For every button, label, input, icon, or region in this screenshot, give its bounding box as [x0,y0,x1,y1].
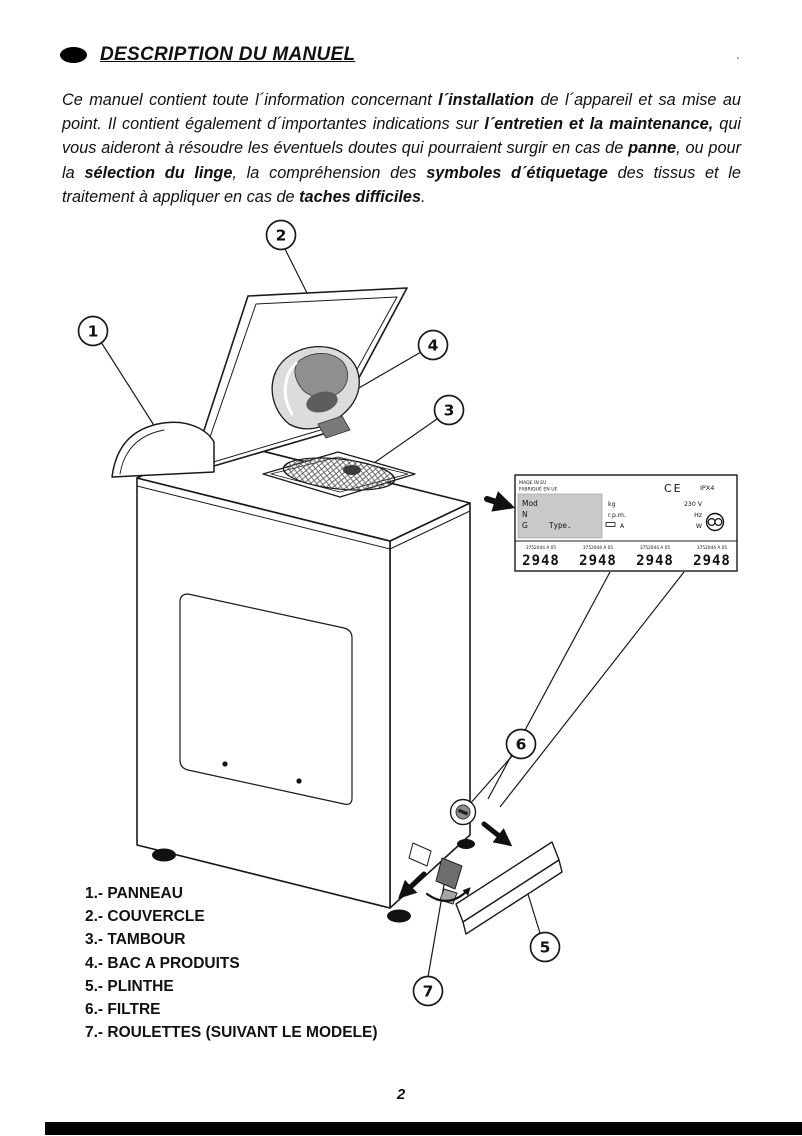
parts-list-item: 3.- TAMBOUR [85,931,186,949]
plate-number: 2948 [579,553,617,569]
front-panel-outline [179,593,353,805]
callout-4: 4 [417,329,449,361]
parts-list: 1.- PANNEAU 2.- COUVERCLE 3.- TAMBOUR 4.… [85,882,378,1044]
parts-list-item: 1.- PANNEAU [85,885,183,902]
plate-made-in-2: FABRIQUÉ EN UE [519,485,558,493]
plate-field-type: Type. [549,521,572,530]
plate-number: 2948 [522,553,560,569]
machine-foot [457,839,475,849]
plate-hz: Hz [694,512,702,519]
callout-3: 3 [433,394,465,426]
plate-grey-field [517,493,603,539]
plate-field-n: N [522,510,528,519]
electrical-symbol-icon [605,522,616,527]
leader-line [468,754,514,806]
plate-volt: 230 V [684,501,703,508]
filter [449,798,477,826]
leader-line [487,571,611,800]
panel-screw [296,778,302,784]
page-number: 2 [396,1086,406,1103]
parts-list-item: 4.- BAC A PRODUITS [85,954,240,972]
callout-5: 5 [529,931,561,963]
machine-foot [387,909,411,923]
svg-text:7: 7 [423,982,434,1000]
leader-line [499,571,685,808]
svg-text:5: 5 [540,938,551,956]
top-panel-console [111,421,215,478]
footer-bar [45,1122,802,1135]
machine-right-face [389,502,471,909]
svg-text:4: 4 [428,336,439,354]
arrow-remove-right-icon [481,821,513,847]
plate-code: 3752044 A 05 [640,545,671,551]
parts-list-item: 2.- COUVERCLE [85,908,205,926]
machine-foot [152,848,176,862]
ce-mark: CE [664,482,683,495]
callouts: 1 2 4 3 6 5 7 [77,219,561,1007]
panel-screw [222,761,228,767]
plate-code: 3752044 A 05 [583,545,614,551]
drum-cap [343,465,361,475]
parts-list-item: 5.- PLINTHE [85,977,174,995]
top-panel-console-line [119,429,165,475]
svg-text:1: 1 [88,322,99,340]
washing-machine-drawing [111,287,563,935]
callout-2: 2 [265,219,297,251]
plate-made-in: MADE IN EU [519,480,547,486]
plate-number: 2948 [693,553,731,569]
callout-7: 7 [412,975,444,1007]
leader-line [351,351,422,393]
rating-plate: MADE IN EU FABRIQUÉ EN UE Mod N G Type. … [514,474,738,572]
svg-text:6: 6 [516,735,527,753]
plate-watt: W [696,523,702,530]
intro-paragraph: Ce manuel contient toute l´information c… [62,91,741,206]
leader-line [100,341,163,439]
lid-inner-line [199,296,398,467]
arrow-to-plate-icon [484,491,516,512]
plate-unit-a: A [620,523,625,530]
stray-mark: ' [737,56,739,67]
leader-line [427,872,447,978]
leader-lines [100,248,685,978]
arrow-remove-left-icon [398,871,427,899]
plinth [455,841,563,935]
svg-text:2: 2 [276,226,287,244]
plate-code: 3752044 A 05 [697,545,728,551]
callout-1: 1 [77,315,109,347]
top-rim-lip [136,485,471,550]
plate-number: 2948 [636,553,674,569]
roller-lever [408,842,471,905]
section-heading: DESCRIPTION DU MANUEL [60,44,355,66]
ip-rating: IPX4 [700,484,714,492]
plate-unit-rpm: r.p.m. [608,512,626,519]
plate-unit-kg: kg [608,501,616,508]
rotate-arrow-icon [425,887,471,902]
svg-text:3: 3 [444,401,455,419]
plate-field-mod: Mod [522,499,538,508]
certification-logo-icon [705,512,725,532]
page-title: DESCRIPTION DU MANUEL [100,44,356,65]
drum [282,457,396,491]
parts-list-item: 6.- FILTRE [85,1001,161,1019]
plate-code: 3752044 A 05 [526,545,557,551]
detergent-dispenser [271,346,360,439]
parts-list-item: 7.- ROULETTES (SUIVANT LE MODELE) [85,1024,378,1042]
bullet-icon [60,47,87,63]
callout-6: 6 [505,728,537,760]
plate-field-g: G [522,521,528,530]
